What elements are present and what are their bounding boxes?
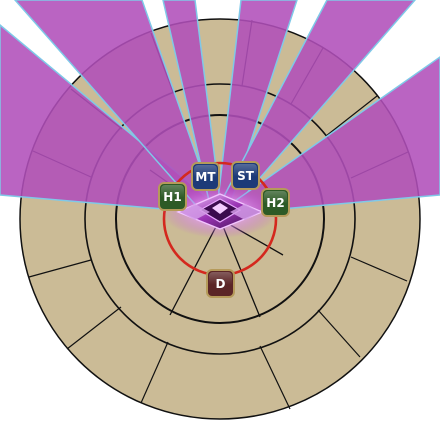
middle-ring-line (115, 114, 325, 324)
marker-mt-label: MT (195, 170, 216, 184)
marker-h2-shine (264, 191, 287, 214)
marker-st-label: ST (237, 169, 255, 183)
marker-h1[interactable]: H1 (158, 182, 187, 211)
marker-h2[interactable]: H2 (261, 188, 290, 217)
marker-h1-shine (161, 185, 184, 208)
purple-diamond-boss-icon (162, 186, 278, 238)
party-markers: MT ST H1 H2D (158, 161, 290, 298)
marker-st-shine (234, 164, 257, 187)
marker-d[interactable]: D (206, 269, 235, 298)
outer-ring-line (84, 83, 356, 355)
marker-d-shine (209, 272, 232, 295)
marker-mt[interactable]: MT (191, 162, 220, 191)
aoe-beams (0, 0, 440, 214)
marker-h1-label: H1 (163, 190, 181, 204)
marker-h2-label: H2 (266, 196, 284, 210)
marker-mt-shine (194, 165, 217, 188)
marker-d-label: D (216, 277, 226, 291)
marker-st[interactable]: ST (231, 161, 260, 190)
